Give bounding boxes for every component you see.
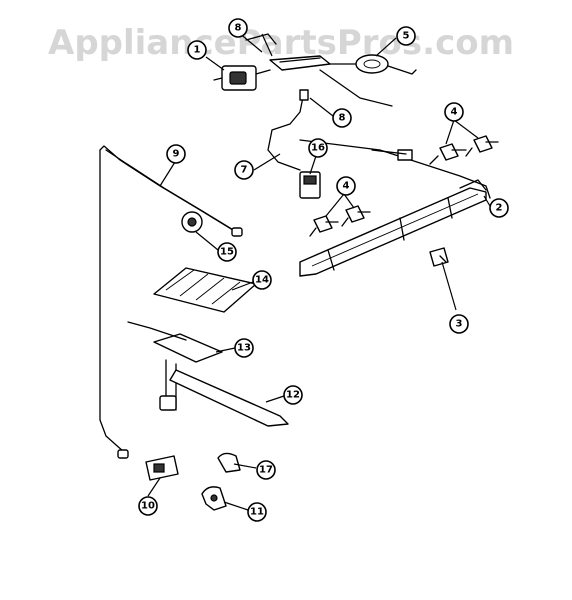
- callout-4-lower: 4: [336, 176, 356, 196]
- callout-9: 9: [166, 144, 186, 164]
- svg-text:8: 8: [339, 113, 346, 124]
- callout-16: 16: [308, 138, 328, 158]
- callout-12: 12: [283, 385, 303, 405]
- part-burner-13: [127, 321, 223, 411]
- svg-text:13: 13: [237, 343, 251, 354]
- part-flame-spreader: [153, 267, 257, 313]
- svg-text:10: 10: [141, 501, 155, 512]
- svg-text:3: 3: [456, 319, 463, 330]
- svg-text:8: 8: [235, 23, 242, 34]
- leader-lines: [147, 31, 491, 511]
- part-clip-3: [429, 247, 449, 267]
- callout-8-mid: 8: [332, 108, 352, 128]
- callout-14: 14: [252, 270, 272, 290]
- callout-1: 1: [187, 40, 207, 60]
- part-thermostat-disc: [319, 54, 417, 107]
- svg-text:4: 4: [343, 181, 350, 192]
- callout-7: 7: [234, 160, 254, 180]
- svg-text:5: 5: [403, 31, 410, 42]
- svg-text:2: 2: [496, 203, 503, 214]
- svg-text:15: 15: [220, 247, 234, 258]
- callout-4-upper: 4: [444, 102, 464, 122]
- callout-11: 11: [247, 502, 267, 522]
- svg-text:7: 7: [241, 165, 248, 176]
- part-burner-valves-lower: [309, 205, 371, 237]
- part-wire-harness: [267, 89, 491, 199]
- part-orifice: [181, 211, 203, 233]
- callout-15: 15: [217, 242, 237, 262]
- svg-text:12: 12: [286, 390, 300, 401]
- svg-text:11: 11: [250, 507, 264, 518]
- part-burner-valves-upper: [429, 135, 499, 165]
- part-spark-module: [299, 171, 321, 199]
- callout-2: 2: [489, 198, 509, 218]
- part-gas-tube: [99, 145, 243, 459]
- callout-10: 10: [138, 496, 158, 516]
- part-valve-bracket: [245, 33, 331, 71]
- part-clamp-17: [217, 452, 241, 473]
- callout-8-top: 8: [228, 18, 248, 38]
- part-regulator: [213, 65, 271, 91]
- svg-text:14: 14: [255, 275, 269, 286]
- svg-text:16: 16: [311, 143, 325, 154]
- svg-text:4: 4: [451, 107, 458, 118]
- part-manifold: [299, 179, 487, 277]
- svg-text:17: 17: [259, 465, 273, 476]
- svg-text:9: 9: [173, 149, 180, 160]
- callout-3: 3: [449, 314, 469, 334]
- watermark-text: AppliancePartsPros.com: [48, 23, 514, 63]
- callout-13: 13: [234, 338, 254, 358]
- svg-text:1: 1: [194, 45, 201, 56]
- part-bracket-strip: [169, 369, 289, 427]
- callout-5: 5: [396, 26, 416, 46]
- part-clamp-11: [201, 486, 227, 511]
- callout-17: 17: [256, 460, 276, 480]
- part-switch: [145, 455, 179, 481]
